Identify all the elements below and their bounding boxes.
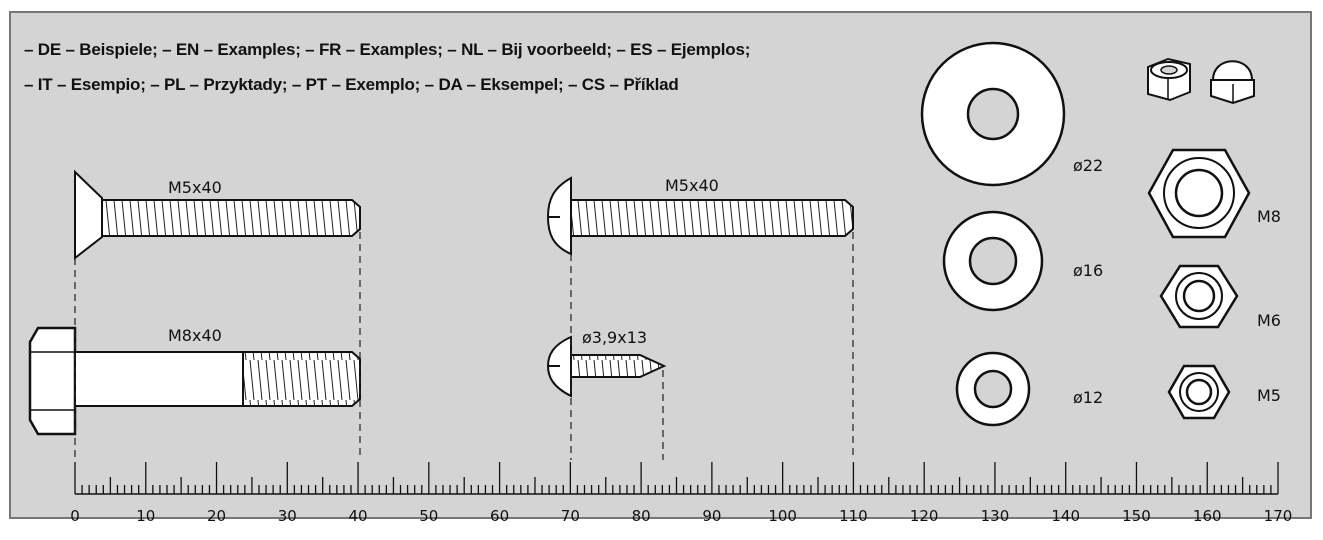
ruler-label: 110: [839, 507, 868, 525]
hex-bolt: M8x40: [28, 326, 361, 436]
ruler-label: 30: [278, 507, 297, 525]
ruler-label: 130: [981, 507, 1010, 525]
ruler-label: 50: [419, 507, 438, 525]
ruler-label: 70: [561, 507, 580, 525]
ruler-label: 90: [702, 507, 721, 525]
ruler-label: 40: [349, 507, 368, 525]
ruler-label: 0: [70, 507, 80, 525]
ruler-label: 80: [632, 507, 651, 525]
washer-22-label: ø22: [1073, 156, 1103, 175]
washer-12-label: ø12: [1073, 388, 1103, 407]
ruler-label: 60: [490, 507, 509, 525]
legend-line-2: – IT – Esempio; – PL – Przyktady; – PT –…: [24, 75, 679, 94]
ruler-label: 20: [207, 507, 226, 525]
ruler: 0 10 20 30 40 50 60 70 80 90 100 110 120 130 140 150 160…: [70, 462, 1292, 525]
cap-nut-icon: [1210, 60, 1255, 105]
hex-nut-m6: M6: [1159, 264, 1281, 330]
countersunk-screw-label: M5x40: [168, 178, 222, 197]
pan-head-screw-label: M5x40: [665, 176, 719, 195]
lock-nut-icon: [1147, 57, 1191, 102]
ruler-label: 140: [1051, 507, 1080, 525]
hardware-reference-panel: [9, 11, 1312, 519]
ruler-label: 150: [1122, 507, 1151, 525]
legend-line-1: – DE – Beispiele; – EN – Examples; – FR …: [24, 40, 751, 59]
ruler-label: 170: [1264, 507, 1293, 525]
countersunk-screw: M5x40: [74, 169, 361, 261]
hex-nut-m5: M5: [1167, 364, 1281, 420]
hex-bolt-label: M8x40: [168, 326, 222, 345]
washer-12: ø12: [955, 351, 1103, 427]
nut-m6-label: M6: [1257, 311, 1281, 330]
nut-m8-label: M8: [1257, 207, 1281, 226]
hex-nut-m8: M8: [1147, 148, 1281, 239]
ruler-label: 160: [1193, 507, 1222, 525]
washer-16-label: ø16: [1073, 261, 1103, 280]
pan-head-screw: M5x40: [546, 176, 854, 256]
ruler-label: 100: [768, 507, 797, 525]
washer-22: ø22: [920, 41, 1103, 187]
washer-16: ø16: [942, 210, 1103, 312]
wood-screw: ø3,9x13: [546, 328, 667, 398]
ruler-label: 10: [136, 507, 155, 525]
dimension-lines: [74, 232, 854, 460]
ruler-label: 120: [910, 507, 939, 525]
wood-screw-label: ø3,9x13: [582, 328, 647, 347]
nut-m5-label: M5: [1257, 386, 1281, 405]
